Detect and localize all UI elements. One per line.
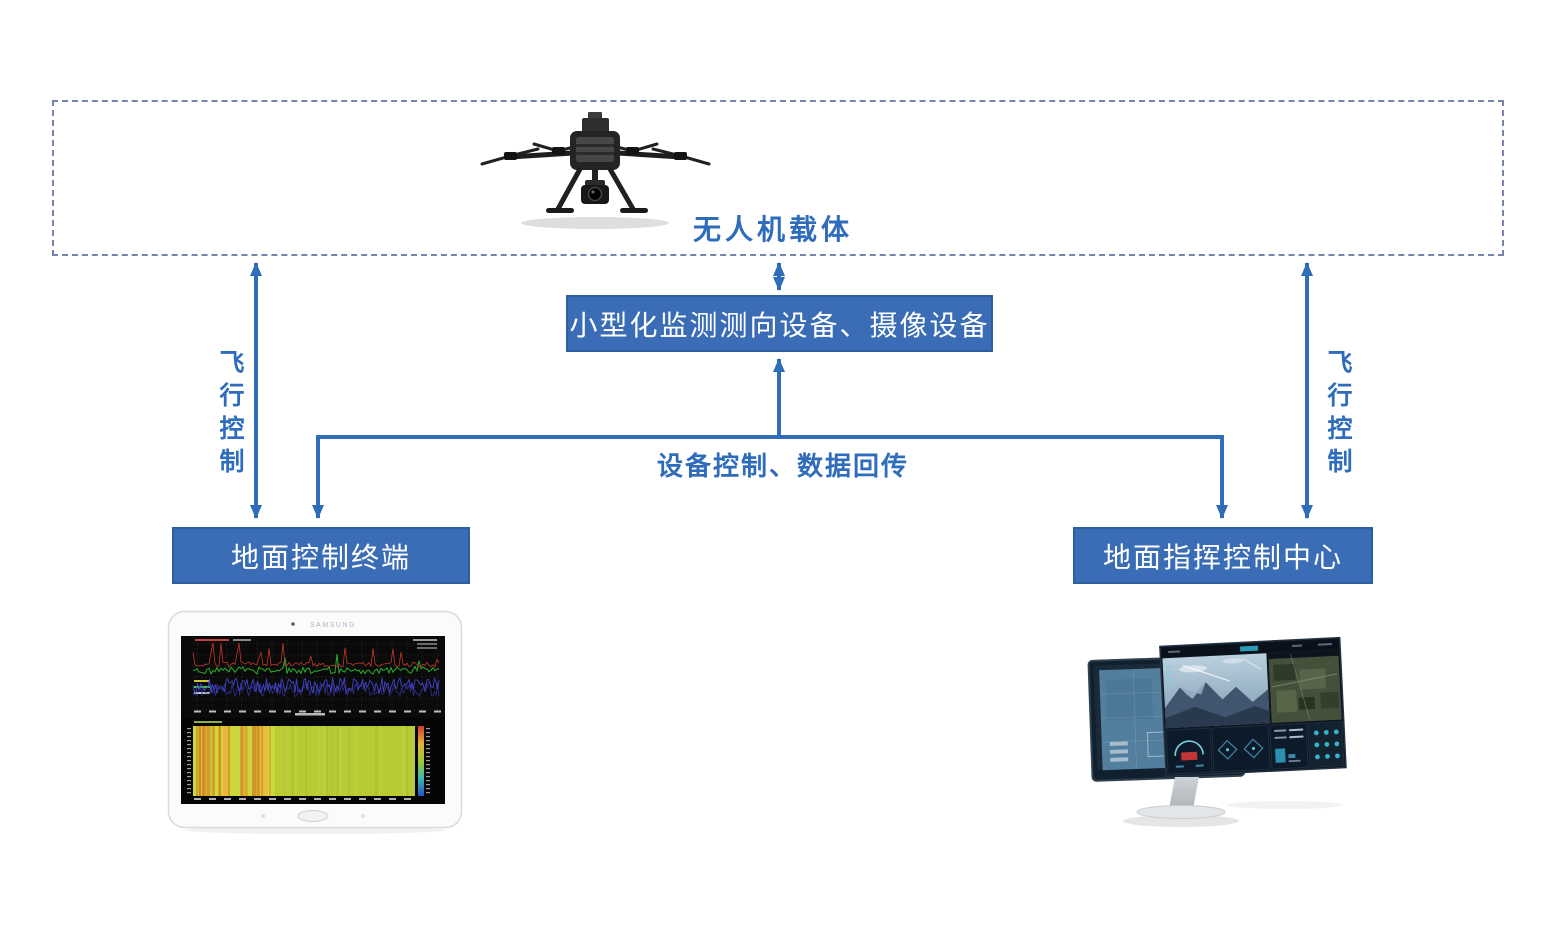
device-control-label: 设备控制、数据回传 xyxy=(656,451,909,481)
flight-control-label-right: 飞行控制 xyxy=(1324,349,1352,481)
ground-terminal-label: 地面控制终端 xyxy=(230,541,411,573)
instrument-panels xyxy=(1165,721,1345,775)
tablet-camera-dot xyxy=(291,622,295,626)
ground-terminal-node: 地面控制终端 xyxy=(172,527,470,584)
payload-equipment-node: 小型化监测测向设备、摄像设备 xyxy=(566,295,993,352)
flight-control-label-left: 飞行控制 xyxy=(216,349,244,481)
dashboard-screen xyxy=(1159,636,1347,778)
imac-base xyxy=(1136,805,1226,819)
imac-stand xyxy=(1169,777,1199,809)
drone-image xyxy=(478,110,713,242)
workstation-image xyxy=(1085,612,1347,833)
tablet-home-button xyxy=(297,810,329,822)
drone-shadow xyxy=(521,217,669,229)
camera-feed-panel xyxy=(1162,653,1270,729)
satellite-map-panel xyxy=(1268,649,1342,724)
spectrum-chart xyxy=(181,636,445,718)
command-center-label: 地面指挥控制中心 xyxy=(1102,541,1343,573)
uav-carrier-label: 无人机载体 xyxy=(693,214,854,245)
waterfall-chart xyxy=(181,718,445,804)
payload-equipment-label: 小型化监测测向设备、摄像设备 xyxy=(569,309,990,341)
command-center-node: 地面指挥控制中心 xyxy=(1073,527,1373,584)
uav-carrier-zone xyxy=(52,100,1504,256)
tablet-brand-text: SAMSUNG xyxy=(310,622,356,629)
tablet-spectrum-image: SAMSUNG xyxy=(167,610,464,834)
